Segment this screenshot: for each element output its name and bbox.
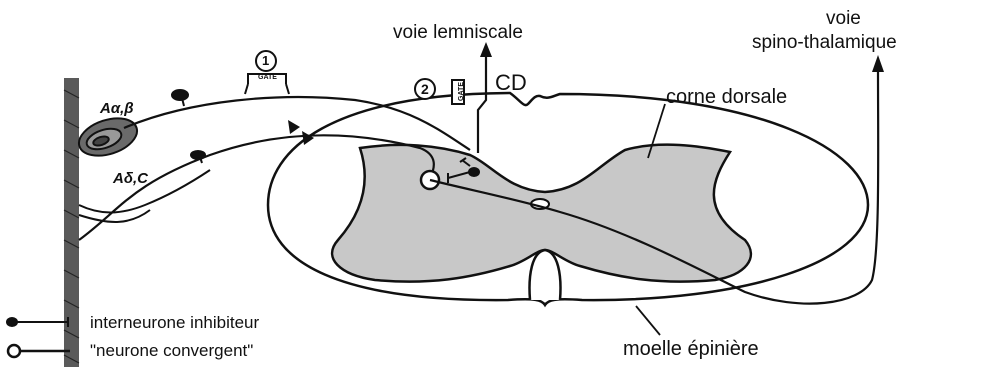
legend-item-convergent: "neurone convergent"	[90, 341, 253, 361]
label-gate-1: GATE	[258, 74, 277, 81]
label-voie: voie	[826, 8, 861, 30]
label-cd: CD	[495, 70, 527, 96]
label-fiber-a-alpha-beta: Aα,β	[100, 100, 134, 117]
label-spino-thalamique: spino-thalamique	[752, 32, 897, 54]
lemniscal-pathway	[478, 55, 486, 153]
label-fiber-a-delta-c: Aδ,C	[113, 170, 148, 187]
ganglion-cell-bodies	[172, 90, 205, 163]
label-marker-2: 2	[421, 81, 429, 97]
legend-interneuron-symbol	[7, 317, 68, 327]
lemniscal-arrowhead	[480, 42, 492, 57]
skin-receptor	[74, 112, 142, 163]
spinothalamic-arrowhead	[872, 55, 884, 72]
label-corne-dorsale: corne dorsale	[666, 86, 787, 109]
legend-item-interneuron: interneurone inhibiteur	[90, 313, 259, 333]
ventral-fissure	[530, 250, 561, 300]
fiber-a-alpha-beta	[124, 97, 470, 150]
label-marker-1: 1	[262, 53, 269, 68]
legend-convergent-symbol	[8, 345, 70, 357]
label-gate-2: GATE	[458, 82, 465, 101]
label-voie-lemniscale: voie lemniscale	[393, 22, 523, 44]
label-moelle-epiniere: moelle épinière	[623, 338, 759, 361]
moelle-pointer	[636, 306, 660, 335]
